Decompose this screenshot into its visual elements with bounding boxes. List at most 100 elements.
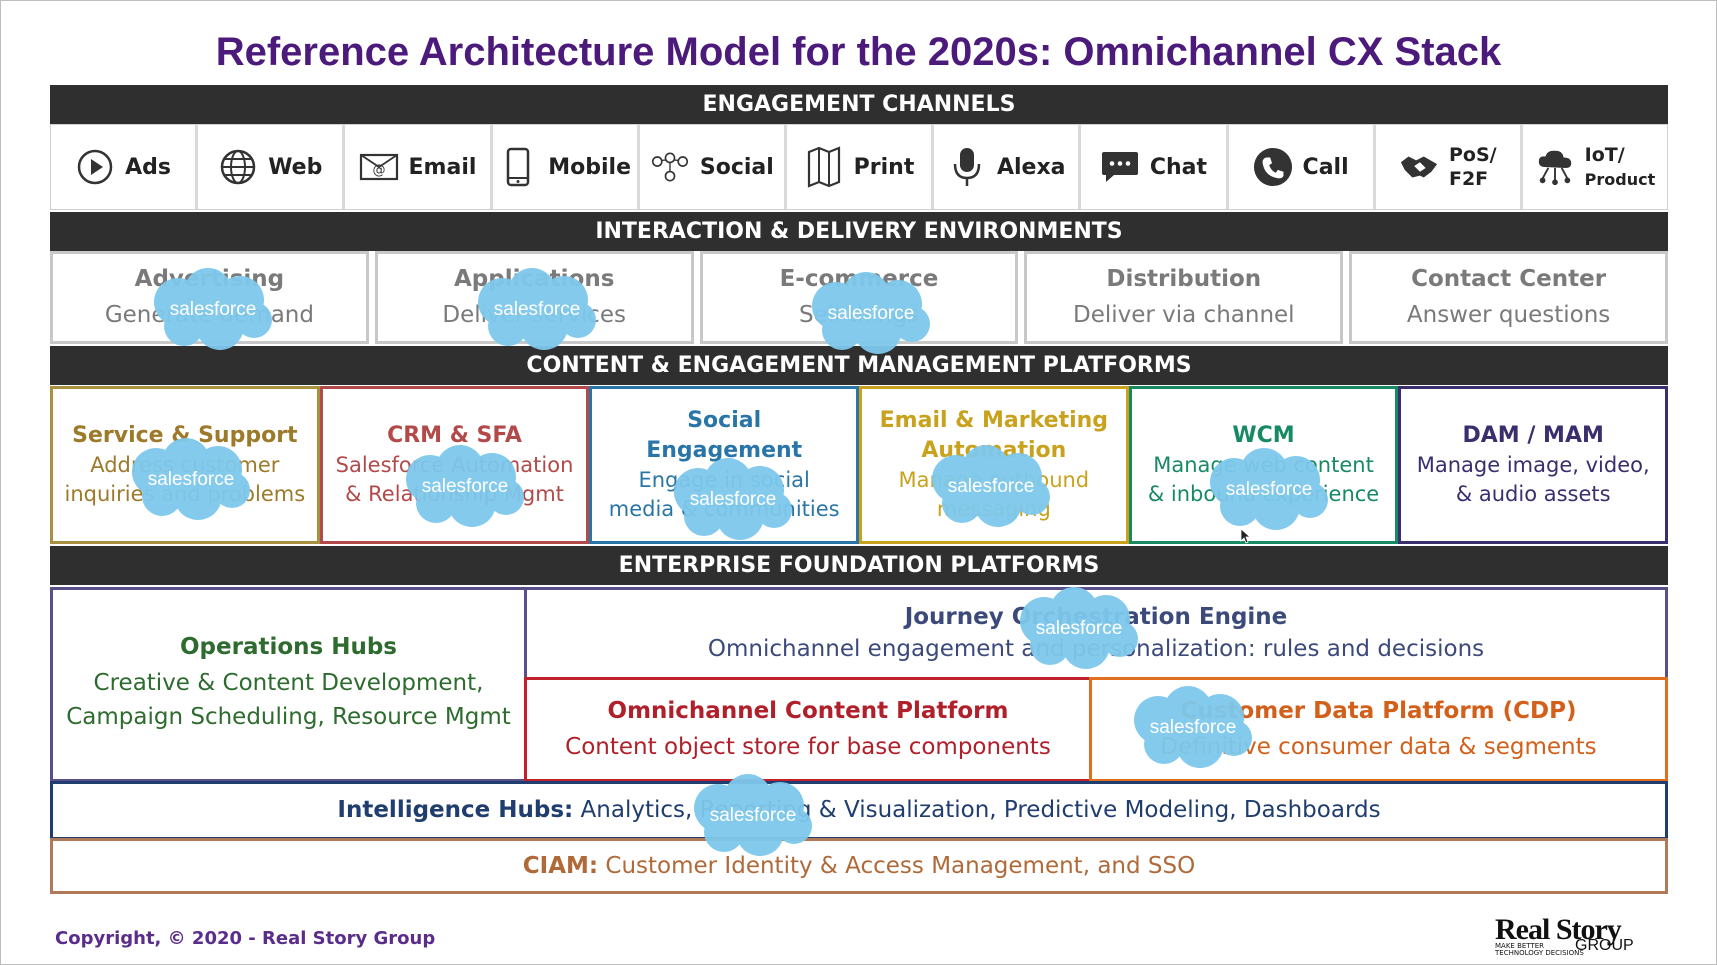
salesforce-cloud-logo: salesforce: [132, 438, 250, 520]
channel-alexa: Alexa: [934, 125, 1082, 209]
logo-main-text: Real Story: [1495, 913, 1622, 946]
ciam-subtitle: Customer Identity & Access Management, a…: [598, 853, 1196, 879]
social-network-icon: [650, 147, 690, 187]
iot-cloud-icon: [1535, 147, 1575, 187]
platform-dam-mam: DAM / MAM Manage image, video, & audio a…: [1398, 386, 1669, 544]
foundation-area: Operations Hubs Creative & Content Devel…: [50, 587, 1668, 782]
play-icon: [75, 147, 115, 187]
salesforce-cloud-label: salesforce: [1036, 618, 1123, 639]
channel-print: Print: [787, 125, 935, 209]
logo-group-text: GROUP: [1575, 937, 1634, 954]
channel-iot-product: IoT/Product: [1523, 125, 1667, 209]
logo-tagline-line1: MAKE BETTER: [1495, 942, 1545, 950]
channel-label: Alexa: [996, 154, 1066, 180]
channel-label: Web: [268, 154, 323, 180]
channel-label: Call: [1302, 154, 1349, 180]
salesforce-cloud-logo: salesforce: [154, 268, 272, 350]
salesforce-cloud-label: salesforce: [948, 476, 1035, 497]
phone-icon: [1253, 147, 1293, 187]
salesforce-cloud-logo: salesforce: [1134, 686, 1252, 768]
salesforce-cloud-label: salesforce: [828, 303, 915, 324]
env-distribution: Distribution Deliver via channel: [1024, 251, 1344, 344]
salesforce-cloud-label: salesforce: [1150, 717, 1237, 738]
chat-bubble-icon: [1100, 147, 1140, 187]
channel-label: Social: [699, 154, 774, 180]
folded-map-icon: [804, 146, 844, 188]
salesforce-cloud-label: salesforce: [148, 469, 235, 490]
salesforce-cloud-logo: salesforce: [694, 774, 812, 856]
salesforce-cloud-label: salesforce: [494, 299, 581, 320]
salesforce-cloud-label: salesforce: [422, 476, 509, 497]
channel-label-line1: PoS/: [1448, 144, 1497, 166]
omnichannel-content-platform-box: Omnichannel Content Platform Content obj…: [524, 677, 1092, 782]
copyright-text: Copyright, © 2020 - Real Story Group: [55, 928, 436, 949]
platforms-row: Service & Support Address customer inqui…: [50, 386, 1669, 544]
cdp-title: Customer Data Platform (CDP): [1180, 698, 1577, 724]
ciam-title: CIAM:: [522, 853, 599, 879]
mouse-cursor-icon: [1240, 528, 1252, 544]
salesforce-cloud-logo: salesforce: [406, 445, 524, 527]
salesforce-cloud-logo: salesforce: [1210, 448, 1328, 530]
section-bar-enterprise-foundation: ENTERPRISE FOUNDATION PLATFORMS: [50, 546, 1668, 585]
globe-icon: [218, 147, 258, 187]
channel-label-line1: IoT/: [1584, 143, 1625, 166]
channel-label: IoT/Product: [1585, 143, 1656, 192]
channel-label: Print: [853, 154, 915, 180]
platform-subtitle-line2: & audio assets: [1455, 482, 1611, 506]
channel-label: Mobile: [548, 154, 632, 180]
channel-email: @ Email: [345, 125, 493, 209]
operations-hubs-box: Operations Hubs Creative & Content Devel…: [50, 587, 527, 782]
channel-label: PoS/F2F: [1449, 143, 1497, 191]
handshake-icon: [1399, 147, 1439, 187]
channel-mobile: Mobile: [493, 125, 640, 209]
salesforce-cloud-label: salesforce: [170, 299, 257, 320]
env-title: Contact Center: [1411, 266, 1607, 292]
platform-title: DAM / MAM: [1462, 423, 1604, 448]
operations-hubs-title: Operations Hubs: [179, 634, 397, 660]
ciam-box: CIAM: Customer Identity & Access Managem…: [50, 838, 1668, 894]
content-platform-subtitle: Content object store for base components: [565, 734, 1051, 760]
salesforce-cloud-logo: salesforce: [932, 445, 1050, 527]
content-platform-title: Omnichannel Content Platform: [607, 698, 1009, 724]
envelope-at-icon: @: [359, 147, 399, 187]
channel-pos-f2f: PoS/F2F: [1376, 125, 1523, 209]
section-bar-content-engagement-platforms: CONTENT & ENGAGEMENT MANAGEMENT PLATFORM…: [50, 346, 1668, 385]
channel-ads: Ads: [51, 125, 199, 209]
platform-title: CRM & SFA: [387, 423, 522, 448]
channel-label: Ads: [125, 154, 172, 180]
svg-text:@: @: [372, 163, 385, 178]
section-bar-interaction-delivery: INTERACTION & DELIVERY ENVIRONMENTS: [50, 212, 1668, 251]
operations-hubs-line2: Campaign Scheduling, Resource Mgmt: [66, 704, 511, 730]
channel-chat: Chat: [1081, 125, 1229, 209]
env-title: Distribution: [1106, 266, 1262, 292]
channel-label: Email: [408, 154, 477, 180]
channels-row: Ads Web @ Email Mobile Social Print Ale: [50, 124, 1668, 210]
page-title: Reference Architecture Model for the 202…: [215, 30, 1502, 74]
microphone-icon: [947, 147, 987, 187]
channel-label-line2: Product: [1584, 169, 1656, 189]
channel-label: Chat: [1149, 154, 1207, 180]
env-contact-center: Contact Center Answer questions: [1349, 251, 1668, 344]
intelligence-hubs-box: Intelligence Hubs: Analytics, Reporting …: [50, 781, 1668, 840]
logo-tagline-line2: TECHNOLOGY DECISIONS: [1495, 949, 1584, 957]
salesforce-cloud-logo: salesforce: [812, 272, 930, 354]
platform-subtitle-line1: Manage image, video,: [1416, 453, 1650, 477]
env-subtitle: Answer questions: [1406, 302, 1611, 328]
channel-call: Call: [1229, 125, 1376, 209]
env-subtitle: Deliver via channel: [1072, 302, 1295, 328]
salesforce-cloud-logo: salesforce: [478, 268, 596, 350]
salesforce-cloud-logo: salesforce: [674, 458, 792, 540]
platform-title: WCM: [1232, 423, 1295, 448]
salesforce-cloud-label: salesforce: [690, 489, 777, 510]
section-bar-engagement-channels: ENGAGEMENT CHANNELS: [50, 85, 1668, 124]
intelligence-hubs-title: Intelligence Hubs:: [337, 797, 574, 823]
operations-hubs-line1: Creative & Content Development,: [93, 670, 484, 696]
channel-social: Social: [640, 125, 787, 209]
salesforce-cloud-logo: salesforce: [1020, 587, 1138, 669]
salesforce-cloud-label: salesforce: [710, 805, 797, 826]
channel-web: Web: [198, 125, 346, 209]
mobile-phone-icon: [498, 147, 538, 187]
